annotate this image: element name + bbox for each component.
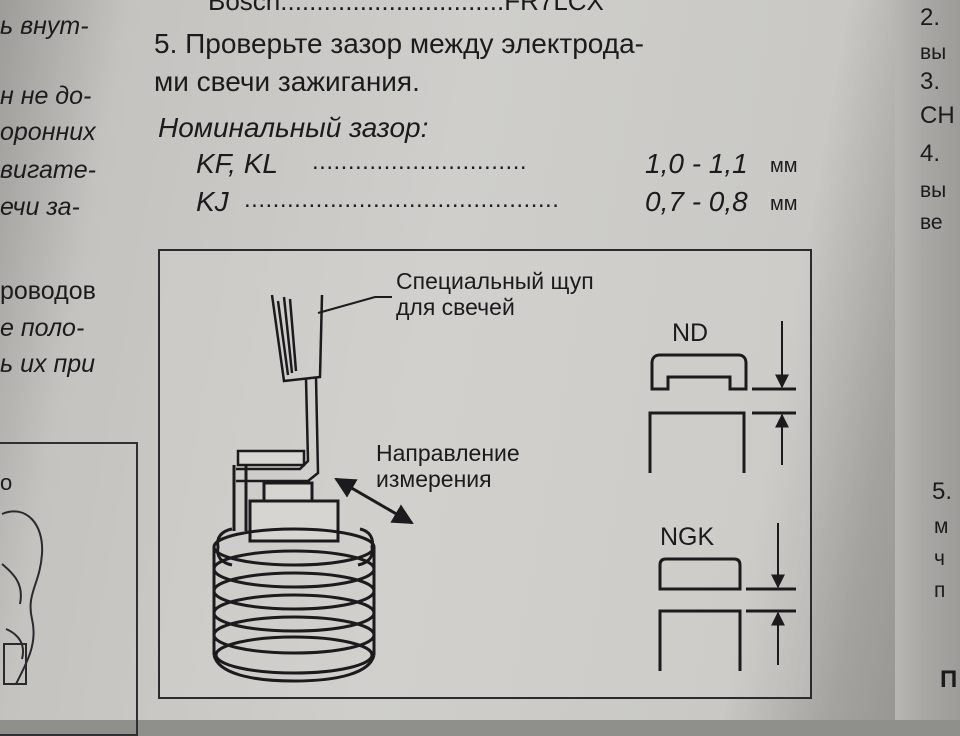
spec-dots: .............................. bbox=[312, 148, 528, 175]
page-gutter bbox=[895, 0, 960, 720]
nd-electrode-diagram bbox=[648, 321, 796, 473]
direction-arrow bbox=[334, 477, 414, 525]
book-page bbox=[0, 0, 960, 720]
direction-label-line-2: измерения bbox=[376, 466, 492, 492]
left-figure-box: о bbox=[0, 442, 138, 736]
right-line: 3. bbox=[920, 68, 941, 95]
hand-drawing bbox=[1, 510, 44, 685]
spec-value: 1,0 - 1,1 bbox=[645, 148, 748, 179]
gap-gauge-probe bbox=[236, 294, 324, 483]
spark-plug bbox=[212, 465, 376, 683]
probe-label-line-1: Специальный щуп bbox=[396, 268, 594, 294]
direction-label-line-1: Направление bbox=[376, 440, 520, 466]
spec-value: 0,7 - 0,8 bbox=[645, 186, 748, 217]
right-line: м bbox=[934, 515, 949, 538]
right-line: СН bbox=[920, 102, 955, 129]
right-line: ч bbox=[934, 547, 945, 570]
ngk-electrode-diagram bbox=[658, 523, 796, 671]
right-line: вы bbox=[920, 41, 947, 64]
left-line: ь их при bbox=[0, 350, 96, 378]
left-line: н не до- bbox=[0, 82, 92, 110]
right-line: 2. bbox=[920, 4, 941, 31]
right-line: 4. bbox=[920, 140, 941, 167]
spec-label: KF, KL bbox=[196, 148, 278, 179]
left-line: ь внут- bbox=[0, 12, 89, 40]
right-line: п bbox=[934, 579, 946, 602]
probe-label-line-2: для свечей bbox=[396, 294, 515, 320]
brand-ngk-label: NGK bbox=[660, 523, 715, 551]
spec-dots: ........................................… bbox=[244, 186, 560, 213]
spark-plug-figure: Специальный щуп для свечей Направление и… bbox=[158, 249, 812, 699]
spec-title: Номинальный зазор: bbox=[158, 112, 429, 143]
figure-drawing: Специальный щуп для свечей Направление и… bbox=[212, 268, 796, 683]
right-line: П bbox=[940, 666, 958, 693]
spec-unit: мм bbox=[770, 193, 798, 215]
label-leader-line bbox=[317, 296, 392, 314]
top-fragment: Bosch...............................FR7L… bbox=[208, 0, 604, 16]
right-line: 5. bbox=[932, 478, 953, 505]
left-line: е поло- bbox=[0, 314, 85, 342]
right-line: вы bbox=[920, 179, 947, 202]
left-line: роводов bbox=[0, 277, 96, 305]
left-line: вигате- bbox=[0, 156, 96, 184]
spec-label: KJ bbox=[196, 186, 229, 217]
left-line: ечи за- bbox=[0, 193, 80, 221]
right-line: ве bbox=[920, 211, 943, 234]
brand-nd-label: ND bbox=[672, 319, 708, 347]
step-5-line-1: 5. Проверьте зазор между электрода- bbox=[154, 28, 644, 59]
box-fragment: о bbox=[0, 470, 13, 495]
left-line: оронних bbox=[0, 118, 96, 146]
step-5-line-2: ми свечи зажигания. bbox=[154, 66, 420, 97]
spec-unit: мм bbox=[770, 155, 798, 177]
